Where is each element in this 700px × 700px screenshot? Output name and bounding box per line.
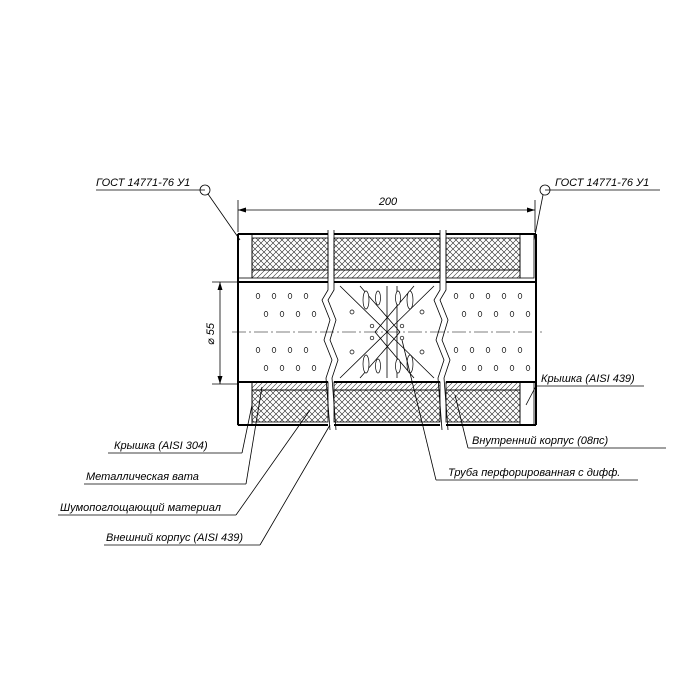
dimension-diameter-label: ⌀ 55	[205, 322, 217, 345]
weld-callout-right: ГОСТ 14771-76 У1	[533, 177, 660, 241]
perforation-hole	[279, 365, 285, 371]
perforation-hole	[255, 347, 261, 353]
perforation-hole	[255, 293, 261, 299]
callout-sound-absorbing: Шумопоглощающий материал	[60, 502, 221, 514]
perforation-hole	[271, 347, 277, 353]
dimension-diameter: ⌀ 55	[205, 281, 238, 385]
perforation-hole	[525, 365, 531, 371]
perforation-hole	[501, 347, 507, 353]
perforation-hole	[295, 365, 301, 371]
perforations	[255, 293, 531, 371]
perforation-hole	[279, 311, 285, 317]
dimension-length-label: 200	[378, 196, 398, 208]
weld-marker-icon	[539, 184, 551, 196]
perforation-hole	[295, 311, 301, 317]
callout-cap-right: Крышка (AISI 439)	[541, 373, 635, 385]
perforation-hole	[453, 347, 459, 353]
weld-marker-icon	[199, 184, 211, 196]
perforation-hole	[311, 311, 317, 317]
weld-left-label: ГОСТ 14771-76 У1	[96, 177, 190, 189]
perforation-hole	[517, 347, 523, 353]
perforation-hole	[509, 311, 515, 317]
callout-leaders	[58, 339, 666, 546]
perforation-hole	[469, 293, 475, 299]
callout-outer-shell: Внешний корпус (AISI 439)	[106, 532, 243, 544]
callout-cap-left: Крышка (AISI 304)	[114, 440, 208, 452]
diffuser	[339, 285, 435, 379]
perforation-hole	[501, 293, 507, 299]
perforation-hole	[263, 311, 269, 317]
weld-callout-left: ГОСТ 14771-76 У1	[96, 177, 241, 241]
perforation-hole	[453, 293, 459, 299]
perforation-hole	[311, 365, 317, 371]
perforation-hole	[469, 347, 475, 353]
perforation-hole	[287, 293, 293, 299]
perforation-hole	[287, 347, 293, 353]
callout-inner-shell: Внутренний корпус (08пс)	[472, 435, 609, 447]
perforation-hole	[461, 365, 467, 371]
perforation-hole	[477, 365, 483, 371]
perforation-hole	[263, 365, 269, 371]
perforation-hole	[485, 293, 491, 299]
dimension-length: 200	[237, 196, 536, 232]
perforation-hole	[303, 293, 309, 299]
muffler-body	[232, 230, 542, 431]
perforation-hole	[271, 293, 277, 299]
perforation-hole	[477, 311, 483, 317]
callout-metal-wool: Металлическая вата	[86, 471, 199, 483]
perforation-hole	[525, 311, 531, 317]
perforation-hole	[509, 365, 515, 371]
weld-right-label: ГОСТ 14771-76 У1	[555, 177, 649, 189]
perforation-hole	[493, 311, 499, 317]
perforation-hole	[517, 293, 523, 299]
perforation-hole	[485, 347, 491, 353]
perforation-hole	[303, 347, 309, 353]
perforation-hole	[493, 365, 499, 371]
callout-perforated-tube: Труба перфорированная с дифф.	[448, 467, 620, 479]
perforation-hole	[461, 311, 467, 317]
